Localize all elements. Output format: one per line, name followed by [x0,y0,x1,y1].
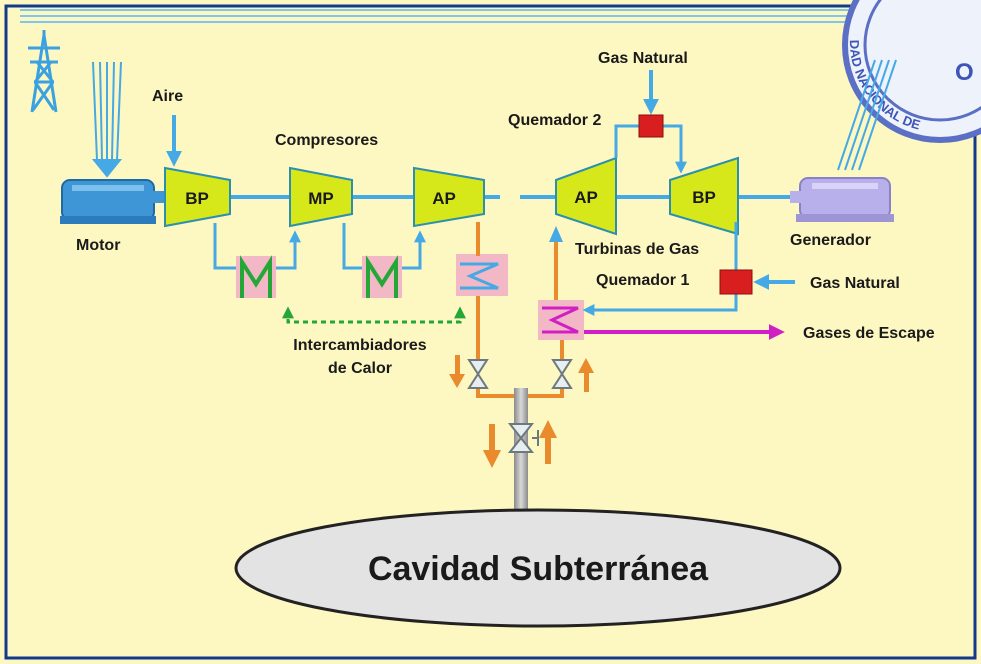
discharge-path [520,226,564,398]
coolant-loop [282,306,466,324]
burner-1-routing [582,222,795,316]
charge-path [476,222,520,398]
power-input-arrows [91,61,123,178]
burner-2-routing [614,70,687,174]
heat-exchanger-3 [456,254,508,296]
turbine-bp: BP [669,156,739,236]
compressor-ap-label: AP [432,189,456,208]
valve-left [467,359,489,389]
generator-icon [790,177,894,222]
burner-2 [638,114,664,138]
quemador-2-label: Quemador 2 [508,112,601,129]
compressor-mp-label: MP [308,189,334,208]
heat-exchanger-2 [362,255,402,298]
gases-escape-label: Gases de Escape [803,325,935,342]
frame-border [4,4,977,660]
turbine-ap: AP [555,156,617,236]
compresores-label: Compresores [275,132,378,149]
generador-label: Generador [790,232,871,249]
gas-natural-right-label: Gas Natural [810,275,900,292]
quemador-1-label: Quemador 1 [596,272,689,289]
valve-right [551,359,573,389]
compressor-bp: BP [164,166,231,228]
transmission-tower-icon [28,30,60,113]
motor-label: Motor [76,237,120,254]
burner-1 [719,269,753,295]
well-pipe [507,388,539,528]
top-stripes [20,9,850,23]
intercambiadores-label-2: de Calor [328,360,392,377]
turbine-bp-label: BP [692,188,716,207]
underground-cavern: Cavidad Subterránea [234,508,842,628]
flow-arrows-valves [449,355,594,392]
compressor-mp: MP [289,166,353,228]
recuperator [538,300,584,340]
compressor-air-paths [166,115,426,270]
turbine-ap-label: AP [574,188,598,207]
svg-text:O: O [955,59,974,86]
gas-natural-top-label: Gas Natural [598,50,688,67]
cavern-label: Cavidad Subterránea [368,550,709,588]
heat-exchanger-1 [236,255,276,298]
intercambiadores-label-1: Intercambiadores [293,337,426,354]
power-output-lines [837,59,897,171]
aire-label: Aire [152,88,183,105]
turbinas-label: Turbinas de Gas [575,241,699,258]
motor-icon [60,179,164,224]
compressor-ap: AP [413,166,485,228]
flow-arrows-main [483,420,557,468]
compressor-bp-label: BP [185,189,209,208]
